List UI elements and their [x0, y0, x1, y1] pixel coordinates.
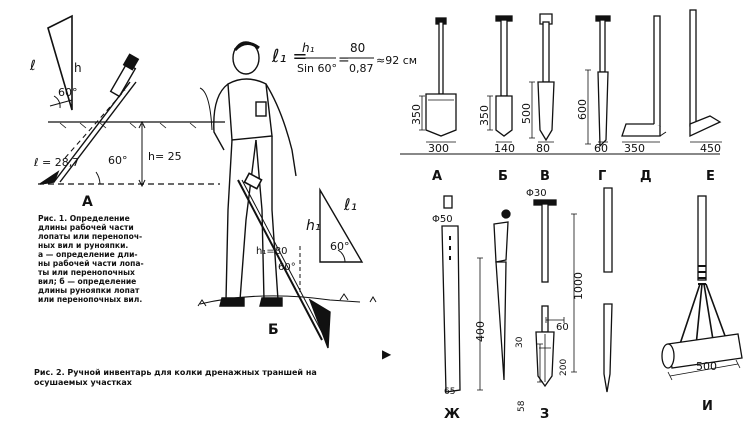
- fig1a-tri-l: ℓ: [29, 58, 36, 74]
- marker: ▶: [382, 347, 392, 361]
- fig1-caption-line: вил; б — определение: [38, 277, 137, 286]
- tool-g-letter: Г: [598, 169, 606, 184]
- fig1b-formula-lhs: ℓ₁ =: [271, 46, 307, 67]
- tool-a-letter: А: [432, 169, 442, 184]
- fig1a-letter: А: [82, 194, 93, 210]
- fig1b-formula-eq: =: [338, 52, 350, 68]
- fig1b-triangle: [319, 187, 364, 263]
- tool-g-height: 600: [576, 99, 589, 120]
- fig1-panel-a: [38, 14, 225, 188]
- tool-z: [533, 187, 613, 393]
- tool-b-height: 350: [478, 105, 491, 126]
- fig1-caption-line: или перенопочных вил.: [38, 295, 143, 304]
- fig1b-formula-den: Sin 60°: [297, 62, 337, 75]
- fig1-caption-line: лопаты или перенопоч-: [38, 232, 143, 241]
- fig1-caption-line: длины рунояпки лопат: [38, 286, 140, 295]
- tool-e-letter: Е: [706, 169, 715, 184]
- fig2-caption: Рис. 2. Ручной инвентарь для колки дрена…: [34, 368, 414, 387]
- fig1b-angle-label: 60°: [278, 262, 296, 273]
- tool-z-letter: З: [540, 407, 549, 422]
- tool-d-letter: Д: [640, 169, 652, 184]
- tool-d-width: 350: [624, 142, 645, 155]
- tool-a-height: 350: [410, 104, 423, 125]
- fig1a-tri-h: h: [74, 61, 82, 75]
- tool-zh-diam: Φ50: [432, 214, 453, 225]
- fig1a-height-label: h= 25: [148, 150, 182, 163]
- tool-b-width: 140: [494, 142, 515, 155]
- tool-v-height: 500: [520, 103, 533, 124]
- fig1b-tri-h: h₁: [306, 218, 321, 234]
- fig1b-h-label: h₁=80: [256, 246, 287, 257]
- fig2-caption-line: осушаемых участках: [34, 377, 132, 387]
- tool-z-len-total: 1000: [572, 272, 585, 300]
- fig1-caption-line: ты или перенопочных: [38, 268, 135, 277]
- fig2-caption-line: Рис. 2. Ручной инвентарь для колки дрена…: [34, 368, 317, 377]
- tool-z-bottom: 58: [517, 400, 527, 412]
- fig1b-formula-num2: 80: [350, 41, 365, 55]
- tool-z-tip-h2: 200: [559, 359, 569, 376]
- tool-g-width: 60: [594, 142, 608, 155]
- fig1-caption-line: Рис. 1. Определение: [38, 214, 130, 223]
- fig1a-tri-angle: 60°: [58, 86, 78, 99]
- tool-i-width: 500: [696, 360, 717, 373]
- tool-zh-bottom: 65: [444, 387, 455, 397]
- tool-v-letter: В: [540, 169, 550, 184]
- fig1b-tri-l: ℓ₁: [343, 195, 357, 214]
- tool-v-width: 80: [536, 142, 550, 155]
- fig1a-angle-label: 60°: [108, 154, 128, 167]
- fig1b-tri-angle: 60°: [330, 240, 350, 253]
- tool-a-width: 300: [428, 142, 449, 155]
- tool-b-letter: Б: [498, 169, 508, 184]
- tool-zh: [441, 195, 511, 393]
- fig1-caption-line: а — определение дли-: [38, 250, 138, 259]
- tool-i: [661, 195, 743, 381]
- fig1-caption-line: ны рабочей части лопа-: [38, 259, 144, 268]
- fig1-caption-line: длины рабочей части: [38, 223, 134, 232]
- fig1-caption-line: ных вил и рунояпки.: [38, 241, 129, 250]
- fig2-tools-top: [400, 9, 722, 155]
- tool-z-diam: Φ30: [526, 188, 547, 199]
- tool-z-tip-w: 60: [556, 322, 569, 333]
- fig1-caption: Рис. 1. Определение длины рабочей части …: [38, 214, 200, 304]
- tool-i-letter: И: [702, 399, 713, 414]
- tool-e-width: 450: [700, 142, 721, 155]
- tool-z-tip-h1: 30: [515, 336, 525, 348]
- fig1b-formula-den2: 0,87: [349, 62, 374, 75]
- fig1b-formula-result: ≈92 см: [376, 54, 417, 67]
- fig1b-letter: Б: [268, 322, 279, 338]
- tool-zh-letter: Ж: [444, 407, 460, 422]
- fig1b-formula-num: h₁: [302, 41, 315, 55]
- fig1a-length-label: ℓ = 28,7: [33, 156, 79, 169]
- fig1-panel-b-person: [197, 41, 377, 349]
- tool-zh-length: 400: [474, 321, 487, 342]
